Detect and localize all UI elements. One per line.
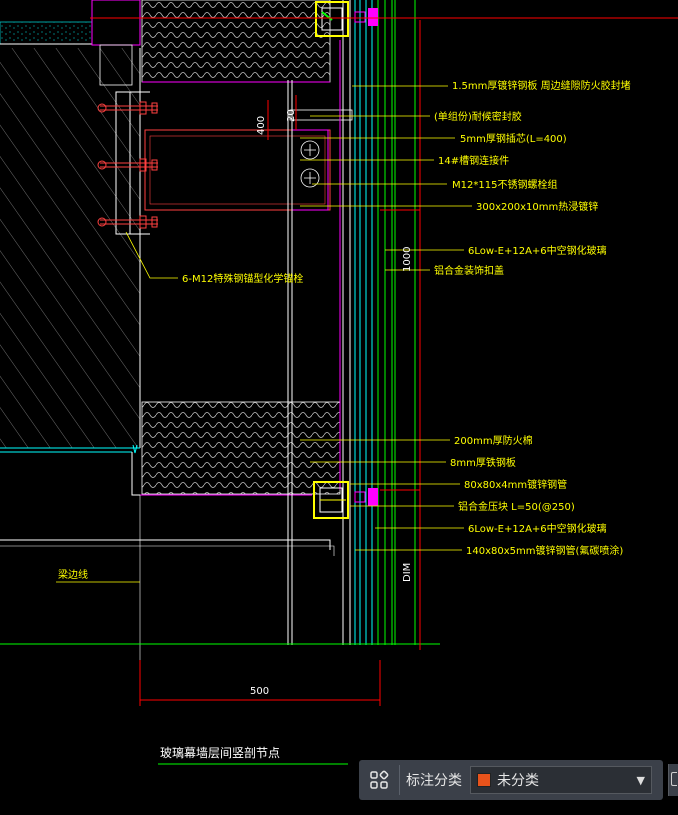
category-select-value: 未分类 [497, 773, 539, 789]
leader-lines [56, 85, 472, 583]
grid-icon[interactable] [365, 766, 393, 794]
annotation-labels: 1.5mm厚镀锌钢板 周边缝隙防火胶封堵 (单组份)耐候密封胶 5mm厚钢插芯(… [58, 79, 631, 581]
floor-slab-top [0, 0, 141, 86]
annotation-label: 铝合金压块 L=50(@250) [458, 500, 575, 513]
fire-wool-bottom [140, 401, 341, 496]
toolbar-divider [399, 765, 400, 795]
fire-wool-top [141, 0, 331, 83]
annotation-label: 200mm厚防火棉 [454, 434, 533, 447]
category-color-swatch [477, 773, 491, 787]
annotation-label: (单组份)耐候密封胶 [434, 110, 522, 123]
annotation-label: 14#槽钢连接件 [438, 154, 509, 167]
annotation-label: 6-M12特殊钢锚型化学锚栓 [182, 272, 303, 285]
chevron-down-icon[interactable]: ▼ [636, 773, 645, 787]
dimension-text: 1000 [402, 247, 413, 272]
concrete-wall [0, 48, 141, 496]
annotation-label: 梁边线 [58, 568, 88, 581]
annotation-label: 6Low-E+12A+6中空钢化玻璃 [468, 522, 607, 535]
annotation-label: 1.5mm厚镀锌钢板 周边缝隙防火胶封堵 [452, 79, 631, 92]
panel-edge-tab[interactable] [668, 764, 678, 796]
channel-steel-connector [144, 109, 353, 211]
annotation-label: 140x80x5mm镀锌钢管(氟碳喷涂) [466, 544, 623, 557]
dimension-text: 400 [256, 116, 267, 135]
dimension-text: DIM [402, 563, 413, 582]
annotation-category-label: 标注分类 [406, 773, 462, 789]
annotation-label: 80x80x4mm镀锌钢管 [464, 478, 567, 491]
drawing-title-text: 玻璃幕墙层间竖剖节点 [160, 746, 280, 760]
annotation-label: 8mm厚铁钢板 [450, 456, 516, 469]
steel-mullion-top [315, 1, 378, 37]
anchor-bolts [97, 101, 158, 229]
steel-mullion-bottom [313, 481, 378, 519]
frame-lines [287, 0, 416, 645]
annotation-label: M12*115不锈钢螺栓组 [452, 178, 557, 191]
dimension-texts: 400 20 1000 DIM 500 [250, 109, 413, 697]
annotation-label: 铝合金装饰扣盖 [434, 264, 504, 277]
dimension-lines [139, 20, 421, 706]
drawing-title: 玻璃幕墙层间竖剖节点 [158, 746, 348, 765]
annotation-label: 6Low-E+12A+6中空钢化玻璃 [468, 244, 607, 257]
dimension-text: 500 [250, 686, 269, 697]
beam-edge [0, 17, 678, 705]
annotation-category-select[interactable]: 未分类 ▼ [470, 766, 652, 794]
annotation-label: 5mm厚钢插芯(L=400) [460, 132, 567, 145]
annotation-category-toolbar: 标注分类 未分类 ▼ [359, 760, 663, 800]
dimension-text: 20 [286, 109, 297, 122]
annotation-label: 300x200x10mm热浸镀锌 [476, 200, 598, 213]
